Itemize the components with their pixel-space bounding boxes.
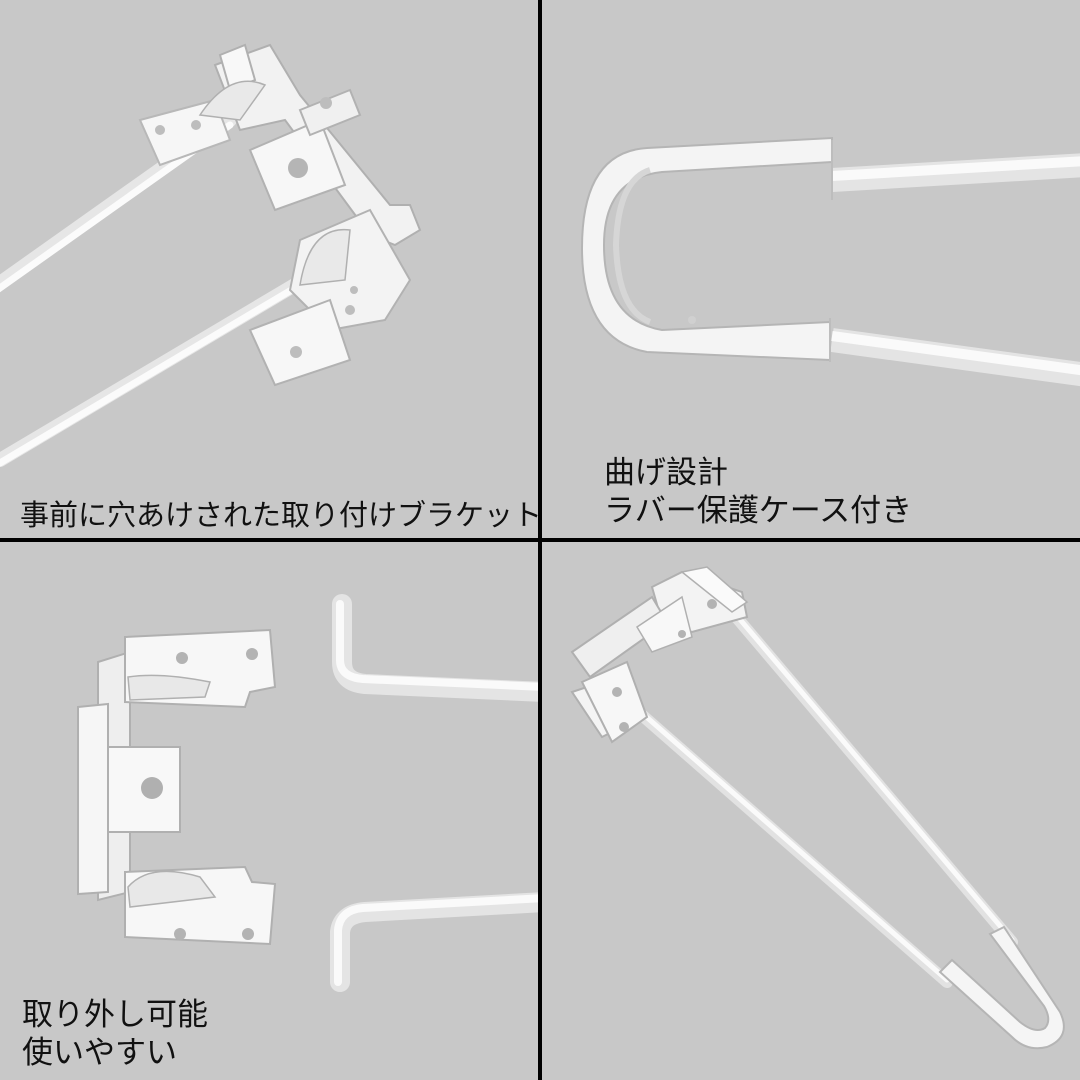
caption-line: 使いやすい <box>22 1035 177 1071</box>
horizontal-divider <box>0 538 1080 542</box>
panel-bracket-closeup: 事前に穴あけされた取り付けブラケット <box>0 0 538 538</box>
detachable-parts-image <box>77 594 538 992</box>
caption-pre-drilled-bracket: 事前に穴あけされた取り付けブラケット <box>20 496 538 534</box>
caption-removable-easy: 取り外し可能 使いやすい <box>22 996 208 1072</box>
panel-detachable-parts: 取り外し可能 使いやすい <box>0 542 538 1080</box>
bracket-closeup-image <box>0 43 422 467</box>
bend-closeup-image <box>580 136 1080 387</box>
panel-full-leg <box>542 542 1080 1080</box>
caption-line: ラバー保護ケース付き <box>604 493 913 529</box>
caption-line: 曲げ設計 <box>604 455 728 491</box>
caption-line: 事前に穴あけされた取り付けブラケット <box>20 498 538 532</box>
caption-bend-rubber-case: 曲げ設計 ラバー保護ケース付き <box>604 454 912 530</box>
panel-bend-closeup: 曲げ設計 ラバー保護ケース付き <box>542 0 1080 538</box>
caption-line: 取り外し可能 <box>22 997 208 1033</box>
full-leg-image <box>570 566 1065 1050</box>
